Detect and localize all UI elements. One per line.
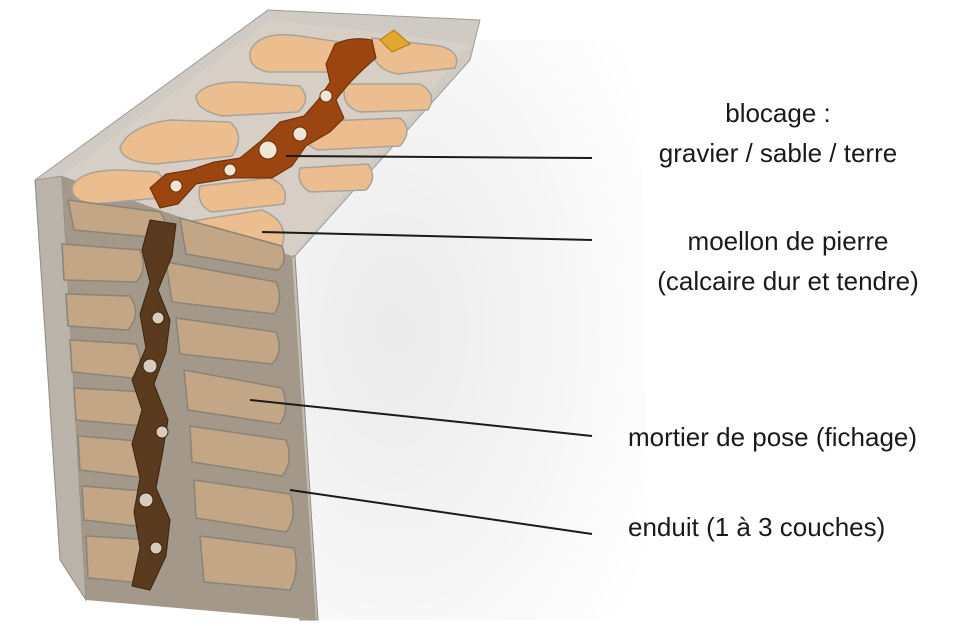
- label-mortier: mortier de pose (fichage): [628, 418, 917, 456]
- label-blocage-sub: gravier / sable / terre: [628, 134, 928, 172]
- label-blocage-title: blocage :: [640, 94, 916, 132]
- label-moellon-sub: (calcaire dur et tendre): [628, 262, 948, 300]
- label-moellon-title: moellon de pierre: [628, 222, 948, 260]
- label-enduit: enduit (1 à 3 couches): [628, 508, 885, 546]
